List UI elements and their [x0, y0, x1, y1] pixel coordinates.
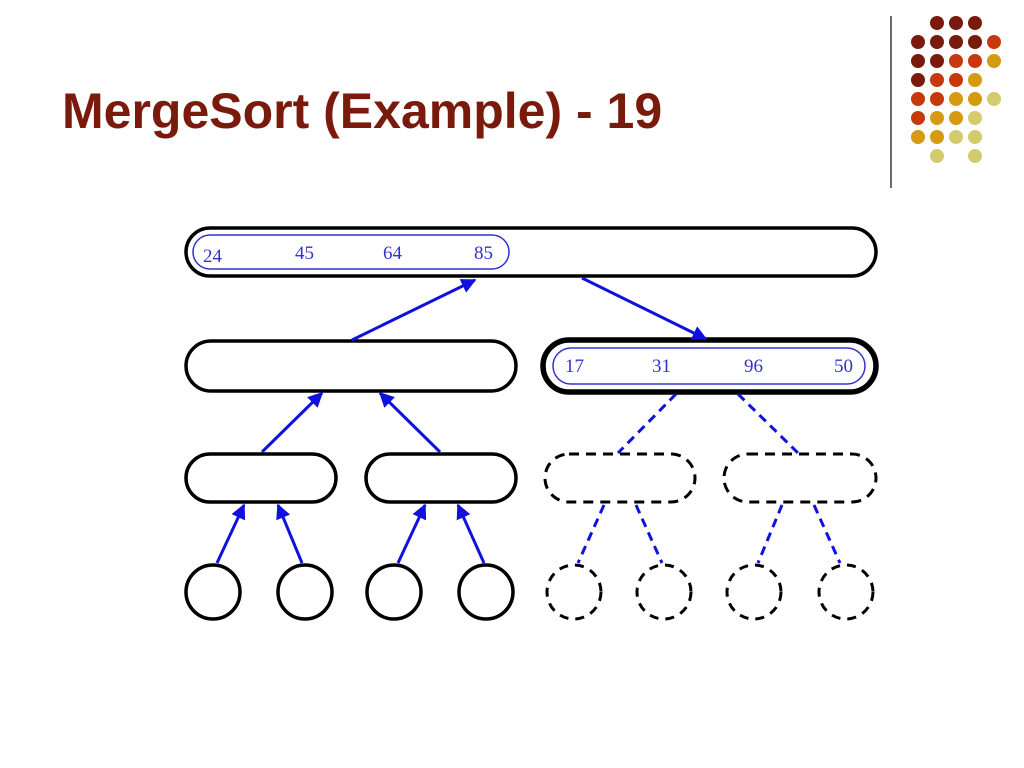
decorative-dot: [930, 16, 944, 30]
tree-node-right-l1: 17 31 96 50: [540, 337, 879, 395]
merge-arrow: [260, 391, 324, 454]
decorative-dot-grid: [911, 16, 1001, 163]
decorative-dot: [911, 92, 925, 106]
pending-connector: [576, 504, 606, 564]
pending-connector: [616, 392, 678, 455]
right-node-value: 96: [744, 356, 763, 377]
decorative-dot: [949, 130, 963, 144]
tree-node-left-l1: [184, 339, 518, 393]
tree-node-root: 24 45 64 85: [184, 226, 878, 278]
merge-arrow: [378, 391, 442, 454]
right-node-value: 31: [652, 356, 671, 377]
decorative-dot: [930, 111, 944, 125]
decorative-dot: [911, 130, 925, 144]
merge-arrow: [456, 503, 486, 564]
tree-node-l2-pending: [722, 452, 878, 504]
decorative-dot: [911, 54, 925, 68]
decorative-dot: [949, 54, 963, 68]
root-value: 24: [203, 246, 223, 267]
root-value: 45: [295, 243, 314, 264]
merge-arrow: [215, 503, 246, 564]
decorative-dot: [949, 16, 963, 30]
title-divider: [890, 16, 892, 188]
tree-leaf-pending: [725, 563, 783, 621]
decorative-dot: [930, 130, 944, 144]
decorative-dot: [987, 35, 1001, 49]
decorative-dot: [968, 149, 982, 163]
pending-connector: [812, 504, 842, 564]
slide-title: MergeSort (Example) - 19: [62, 83, 663, 139]
tree-leaf: [457, 563, 515, 621]
right-node-value: 50: [834, 356, 853, 377]
root-value: 85: [474, 243, 493, 264]
decorative-dot: [911, 35, 925, 49]
tree-leaf-pending: [817, 563, 875, 621]
decorative-dot: [949, 35, 963, 49]
decorative-dot: [968, 111, 982, 125]
decorative-dot: [949, 73, 963, 87]
decorative-dot: [987, 54, 1001, 68]
merge-arrow: [351, 278, 477, 342]
decorative-dot: [968, 35, 982, 49]
decorative-dot: [911, 111, 925, 125]
decorative-dot: [968, 54, 982, 68]
decorative-dot: [930, 73, 944, 87]
decorative-dot: [930, 54, 944, 68]
decorative-dot: [930, 149, 944, 163]
decorative-dot: [968, 130, 982, 144]
decorative-dot: [949, 111, 963, 125]
decorative-dot: [968, 92, 982, 106]
merge-arrow: [396, 503, 427, 564]
decorative-dot: [930, 35, 944, 49]
decorative-dot: [987, 92, 1001, 106]
tree-node-l2: [184, 452, 338, 504]
decorative-dot: [968, 16, 982, 30]
decorative-dot: [930, 92, 944, 106]
tree-leaf-pending: [545, 563, 603, 621]
tree-leaf-pending: [635, 563, 693, 621]
pending-connector: [736, 392, 800, 455]
decorative-dot: [968, 73, 982, 87]
pending-connector: [634, 504, 664, 564]
merge-arrow: [581, 276, 708, 341]
tree-leaf: [365, 563, 423, 621]
tree-leaf: [276, 563, 334, 621]
tree-node-l2-pending: [543, 452, 697, 504]
root-value: 64: [383, 243, 403, 264]
decorative-dot: [949, 92, 963, 106]
tree-node-l2: [364, 452, 518, 504]
pending-connector: [756, 504, 784, 564]
right-node-value: 17: [565, 356, 584, 377]
merge-arrow: [276, 503, 304, 564]
tree-leaf: [184, 563, 242, 621]
decorative-dot: [911, 73, 925, 87]
